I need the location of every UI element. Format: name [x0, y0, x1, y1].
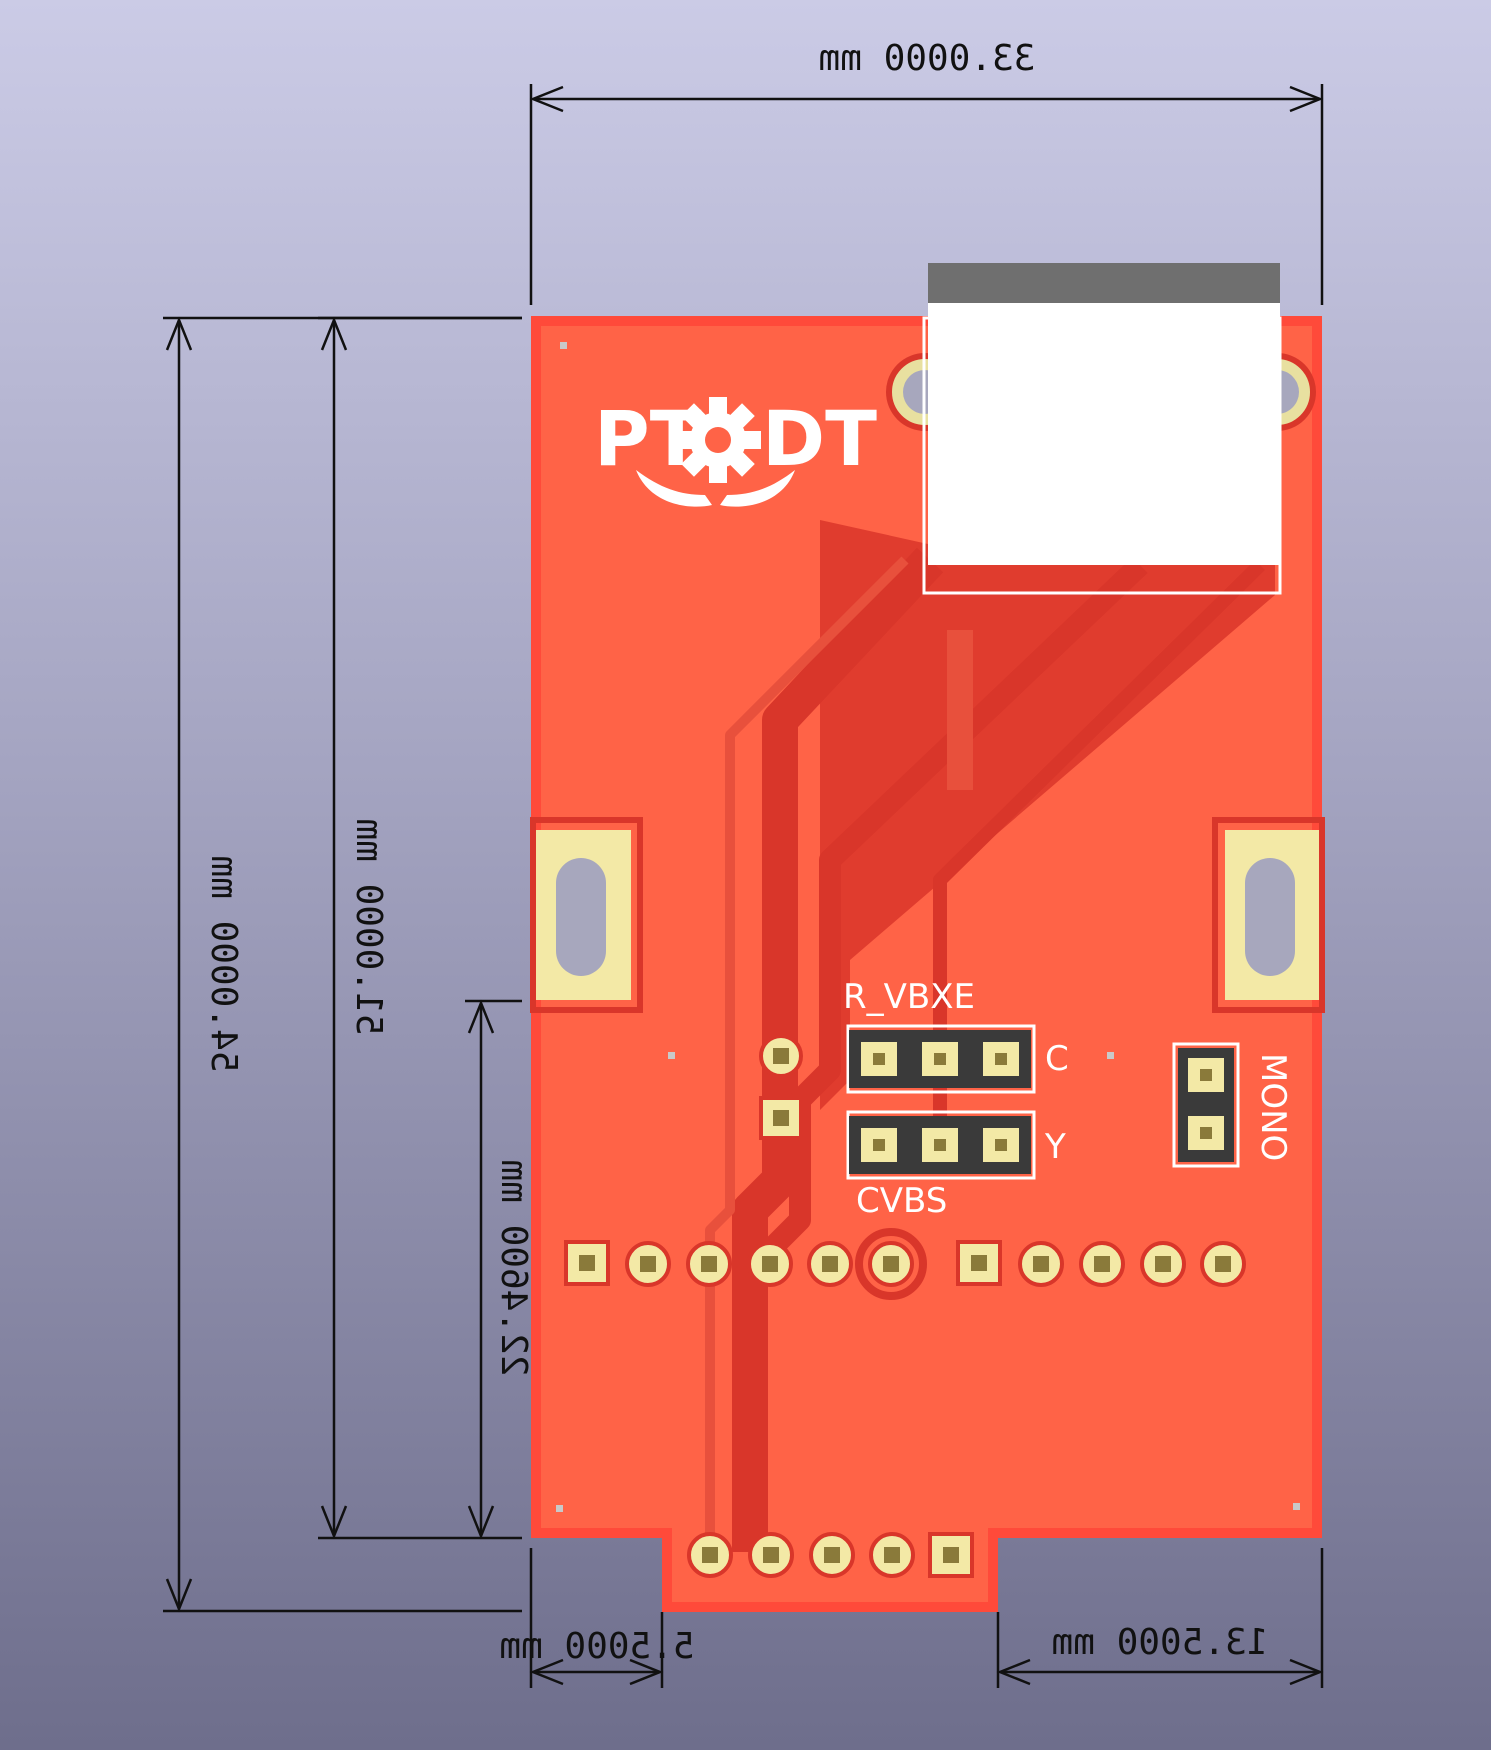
label-mono: MONO: [1253, 1053, 1293, 1161]
connector: [886, 263, 1316, 595]
copper-traces: [705, 520, 1275, 1552]
jumper-c: [846, 1024, 1036, 1094]
dim-bottom-right: 13.5000 mm: [1052, 1622, 1269, 1663]
jumper-mono: [1172, 1042, 1240, 1168]
dim-bottom-left: 5.5000 mm: [499, 1626, 694, 1667]
pin-row: [564, 1228, 1246, 1300]
dim-left-inner-height: 51.0000 mm: [348, 819, 389, 1036]
connector-body: [928, 303, 1280, 565]
side-slot-right: [1212, 817, 1325, 1013]
dimension-lines: [163, 84, 1324, 1688]
connector-outline: [922, 316, 1282, 595]
dim-lower-height: 22.4600 mm: [493, 1160, 534, 1377]
dim-top-width: 33.0000 mm: [819, 38, 1036, 79]
gear-icon: [675, 397, 761, 483]
label-y: Y: [1044, 1127, 1066, 1167]
label-cvbs: CVBS: [856, 1181, 947, 1221]
label-r-vbxe: R_VBXE: [843, 977, 975, 1017]
two-pin-header: [759, 1034, 803, 1140]
bottom-pin-row: [687, 1532, 974, 1578]
label-c: C: [1045, 1039, 1069, 1079]
vias: [556, 342, 1300, 1512]
logo-text-right: DT: [762, 394, 877, 483]
hands-icon: [636, 470, 795, 507]
side-slot-left: [530, 817, 643, 1013]
connector-top-cap: [928, 263, 1280, 303]
logo: PT DT: [594, 394, 877, 507]
dim-left-outer-height: 54.0000 mm: [203, 856, 244, 1073]
jumper-y: [846, 1110, 1036, 1180]
